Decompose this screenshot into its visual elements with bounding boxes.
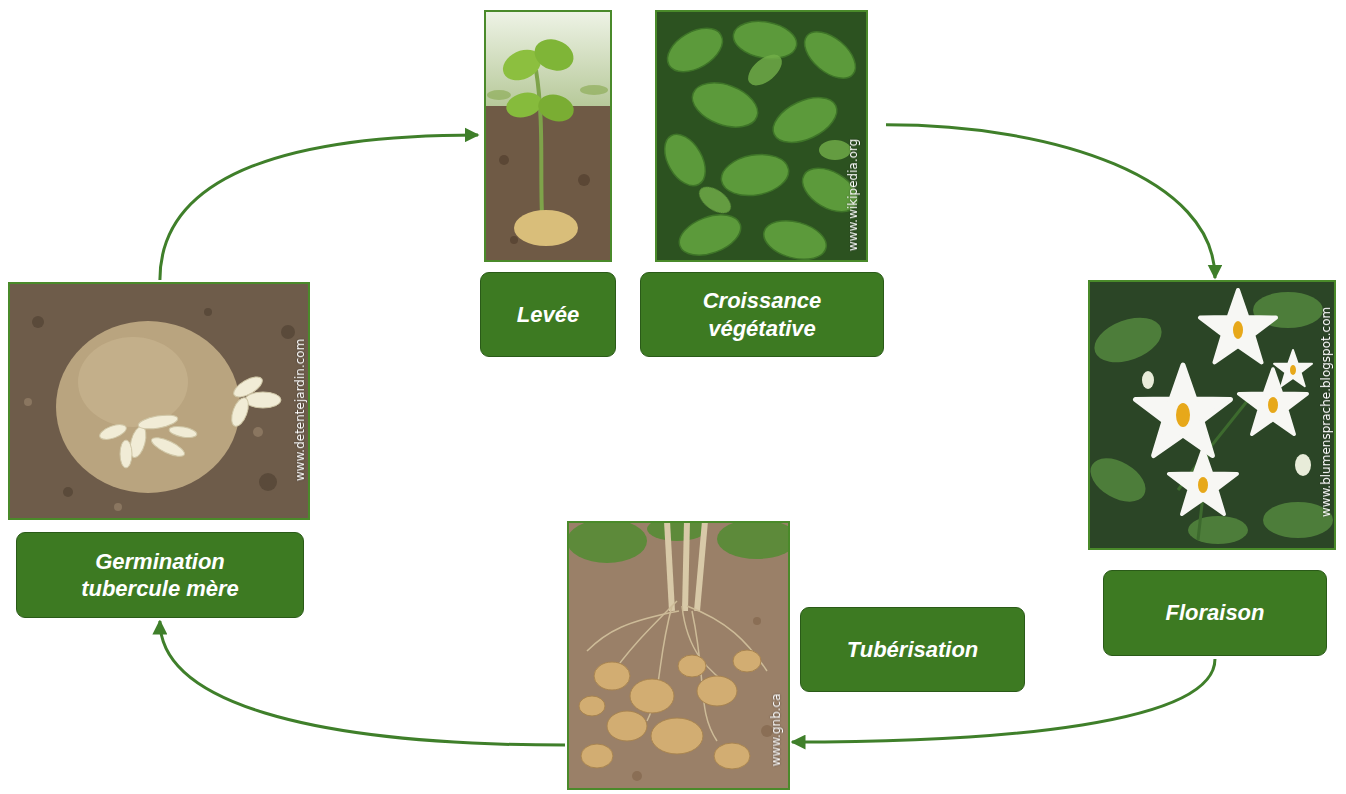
stage-name: Germination tubercule mère bbox=[55, 548, 265, 603]
cycle-arrow bbox=[886, 125, 1215, 278]
foliage-photo bbox=[655, 10, 868, 262]
source-watermark: www.detentejardin.com bbox=[293, 339, 307, 481]
stage-name: Tubérisation bbox=[847, 636, 979, 664]
source-watermark: www.wikipedia.org bbox=[846, 139, 860, 251]
stage-name: Croissance végétative bbox=[667, 287, 857, 342]
sprouting-potato-photo bbox=[8, 282, 310, 520]
cycle-arrow bbox=[160, 621, 565, 745]
source-watermark: www.blumensprache.blogspot.com bbox=[1319, 307, 1333, 517]
stage-node: Levée bbox=[480, 10, 616, 357]
stage-node: Tubérisation bbox=[567, 521, 790, 790]
stage-node: Germination tubercule mère bbox=[8, 282, 310, 618]
stage-node: Floraison bbox=[1088, 280, 1336, 656]
stage-label-box: Germination tubercule mère bbox=[16, 532, 304, 618]
stage-name: Floraison bbox=[1165, 599, 1264, 627]
tubers-photo bbox=[567, 521, 790, 790]
stage-label-box: Floraison bbox=[1103, 570, 1327, 656]
stage-label-box: Tubérisation bbox=[800, 607, 1025, 692]
stage-label-box: Croissance végétative bbox=[640, 272, 884, 357]
cycle-arrow bbox=[160, 135, 478, 280]
source-watermark: www.gnb.ca bbox=[769, 694, 783, 767]
stage-name: Levée bbox=[517, 301, 579, 329]
seedling-photo bbox=[484, 10, 612, 262]
flowers-photo bbox=[1088, 280, 1336, 550]
stage-label-box: Levée bbox=[480, 272, 616, 357]
